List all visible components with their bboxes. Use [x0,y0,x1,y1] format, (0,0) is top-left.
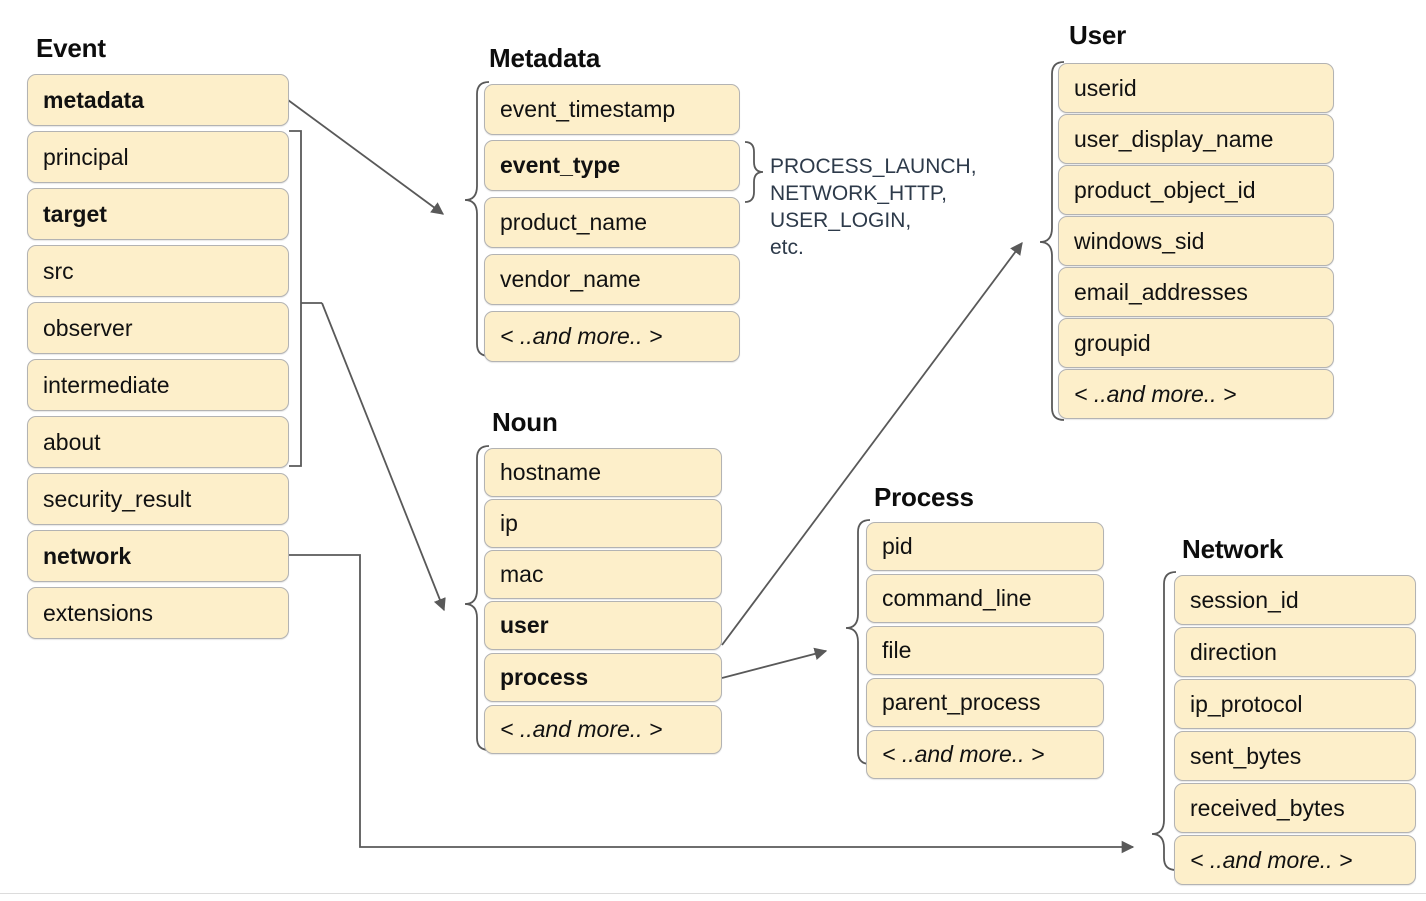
field-user-product-object-id[interactable]: product_object_id [1058,165,1334,215]
connector-process [721,647,828,679]
field-noun-mac[interactable]: mac [484,550,722,599]
field-event-network[interactable]: network [27,530,289,582]
field-metadata-and-more[interactable]: < ..and more.. > [484,311,740,362]
field-noun-and-more[interactable]: < ..and more.. > [484,705,722,754]
connector-noun [321,302,446,612]
field-event-target[interactable]: target [27,188,289,240]
field-user-userid[interactable]: userid [1058,63,1334,113]
field-metadata-vendor-name[interactable]: vendor_name [484,254,740,305]
field-user-email-addresses[interactable]: email_addresses [1058,267,1334,317]
field-event-intermediate[interactable]: intermediate [27,359,289,411]
field-network-received-bytes[interactable]: received_bytes [1174,783,1416,833]
group-title-noun: Noun [492,407,558,437]
footer-divider [0,893,1426,894]
field-event-src[interactable]: src [27,245,289,297]
field-network-direction[interactable]: direction [1174,627,1416,677]
field-event-metadata[interactable]: metadata [27,74,289,126]
field-user-windows-sid[interactable]: windows_sid [1058,216,1334,266]
field-network-session-id[interactable]: session_id [1174,575,1416,625]
group-title-network: Network [1182,534,1284,564]
field-event-about[interactable]: about [27,416,289,468]
field-process-parent-process[interactable]: parent_process [866,678,1104,727]
field-network-sent-bytes[interactable]: sent_bytes [1174,731,1416,781]
field-process-file[interactable]: file [866,626,1104,675]
group-title-process: Process [874,482,974,512]
field-network-and-more[interactable]: < ..and more.. > [1174,835,1416,885]
field-process-and-more[interactable]: < ..and more.. > [866,730,1104,779]
field-metadata-event-type[interactable]: event_type [484,140,740,191]
field-process-command-line[interactable]: command_line [866,574,1104,623]
connector-metadata [287,99,445,215]
field-network-ip-protocol[interactable]: ip_protocol [1174,679,1416,729]
field-user-and-more[interactable]: < ..and more.. > [1058,369,1334,419]
field-process-pid[interactable]: pid [866,522,1104,571]
field-noun-process[interactable]: process [484,653,722,702]
annotation-event-type-values: PROCESS_LAUNCH, NETWORK_HTTP, USER_LOGIN… [770,155,977,259]
group-title-metadata: Metadata [489,43,601,73]
field-event-extensions[interactable]: extensions [27,587,289,639]
field-metadata-event-timestamp[interactable]: event_timestamp [484,84,740,135]
field-event-principal[interactable]: principal [27,131,289,183]
group-title-user: User [1069,20,1127,50]
brace-event-type-values [744,141,764,203]
field-noun-ip[interactable]: ip [484,499,722,548]
field-user-user-display-name[interactable]: user_display_name [1058,114,1334,164]
field-event-security-result[interactable]: security_result [27,473,289,525]
field-noun-user[interactable]: user [484,601,722,650]
field-metadata-product-name[interactable]: product_name [484,197,740,248]
bracket-event-nouns [289,130,302,467]
brace-network [1151,571,1177,871]
field-user-groupid[interactable]: groupid [1058,318,1334,368]
field-noun-hostname[interactable]: hostname [484,448,722,497]
field-event-observer[interactable]: observer [27,302,289,354]
group-title-event: Event [36,33,106,63]
